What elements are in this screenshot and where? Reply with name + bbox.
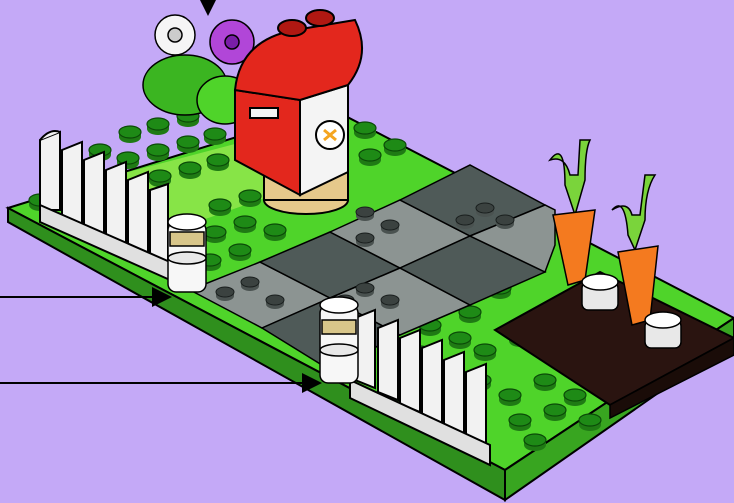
lamp-right (320, 297, 358, 383)
lamp-left (168, 214, 206, 292)
